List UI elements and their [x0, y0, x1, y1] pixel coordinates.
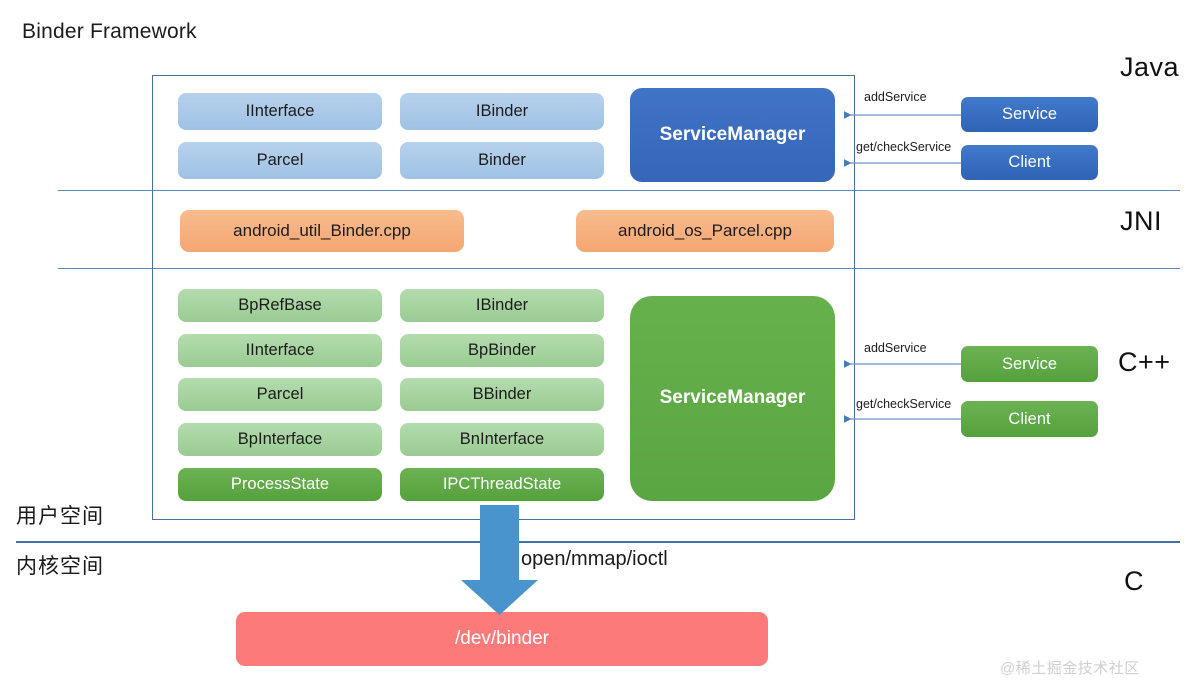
layer-label-c: C: [1124, 566, 1144, 596]
cpp-node-processstate[interactable]: ProcessState: [178, 468, 382, 501]
cpp-actor-client[interactable]: Client: [961, 401, 1098, 437]
jni-node-android-util-binder[interactable]: android_util_Binder.cpp: [180, 210, 464, 252]
java-node-parcel[interactable]: Parcel: [178, 142, 382, 179]
cpp-node-bpbinder[interactable]: BpBinder: [400, 334, 604, 367]
label-user-space: 用户空间: [16, 505, 104, 528]
cpp-node-bninterface[interactable]: BnInterface: [400, 423, 604, 456]
cpp-node-iinterface[interactable]: IInterface: [178, 334, 382, 367]
layer-label-jni: JNI: [1120, 206, 1162, 236]
java-edge-label-addservice: addService: [864, 90, 927, 104]
java-node-ibinder[interactable]: IBinder: [400, 93, 604, 130]
java-edge-label-getcheckservice: get/checkService: [856, 140, 952, 154]
jni-node-android-os-parcel[interactable]: android_os_Parcel.cpp: [576, 210, 834, 252]
divider-jni-cpp: [58, 268, 1180, 269]
divider-java-jni: [58, 190, 1180, 191]
cpp-actor-service[interactable]: Service: [961, 346, 1098, 382]
syscall-label: open/mmap/ioctl: [521, 548, 668, 570]
layer-label-java: Java: [1120, 52, 1180, 82]
java-actor-service[interactable]: Service: [961, 97, 1098, 132]
cpp-node-bbinder[interactable]: BBinder: [400, 378, 604, 411]
cpp-edge-label-addservice: addService: [864, 341, 927, 355]
divider-user-kernel-space: [16, 541, 1180, 543]
watermark: @稀土掘金技术社区: [1000, 660, 1140, 677]
cpp-node-ibinder[interactable]: IBinder: [400, 289, 604, 322]
cpp-node-bpinterface[interactable]: BpInterface: [178, 423, 382, 456]
cpp-service-manager[interactable]: ServiceManager: [630, 296, 835, 501]
cpp-node-bprefbase[interactable]: BpRefBase: [178, 289, 382, 322]
cpp-node-ipcthreadstate[interactable]: IPCThreadState: [400, 468, 604, 501]
cpp-node-parcel[interactable]: Parcel: [178, 378, 382, 411]
page-title: Binder Framework: [22, 20, 197, 43]
layer-label-cpp: C++: [1118, 347, 1171, 377]
java-actor-client[interactable]: Client: [961, 145, 1098, 180]
java-node-iinterface[interactable]: IInterface: [178, 93, 382, 130]
java-service-manager[interactable]: ServiceManager: [630, 88, 835, 182]
kernel-dev-binder[interactable]: /dev/binder: [236, 612, 768, 666]
java-node-binder[interactable]: Binder: [400, 142, 604, 179]
cpp-edge-label-getcheckservice: get/checkService: [856, 397, 952, 411]
label-kernel-space: 内核空间: [16, 555, 104, 578]
